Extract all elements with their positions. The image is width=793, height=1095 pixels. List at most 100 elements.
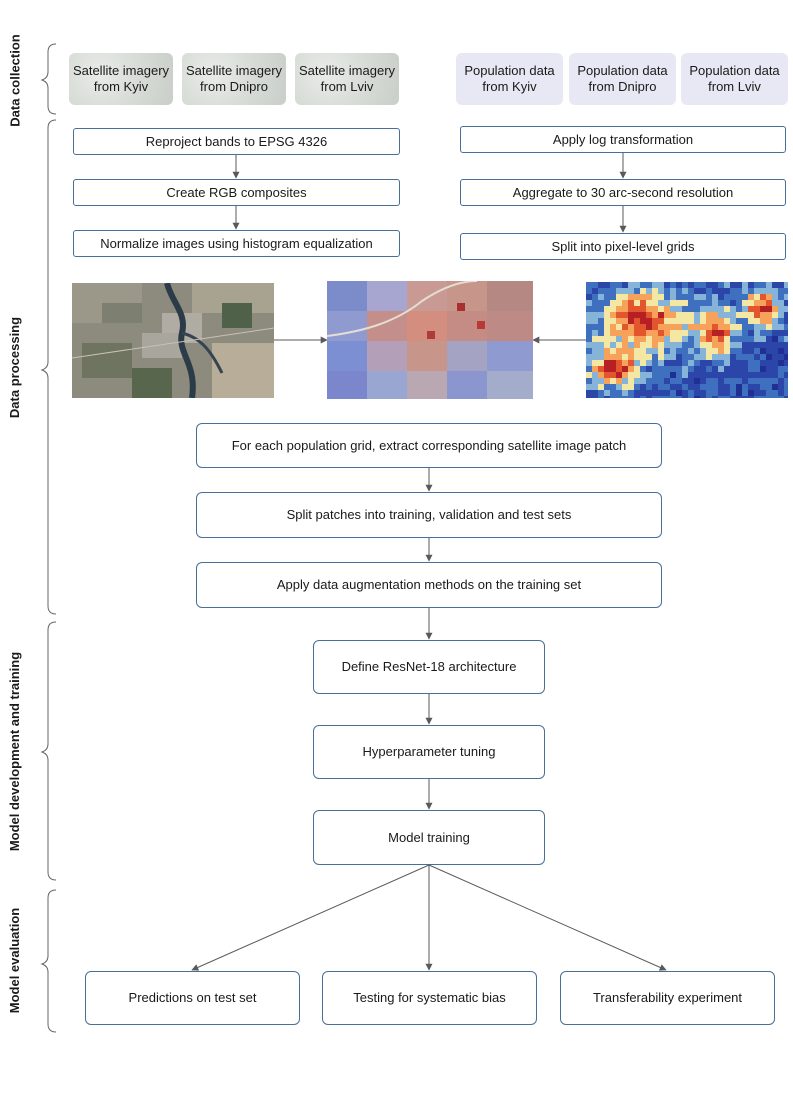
heatmap-cell <box>592 390 598 396</box>
heatmap-cell <box>724 348 730 354</box>
heatmap-cell <box>598 306 604 312</box>
heatmap-cell <box>718 282 724 288</box>
heatmap-cell <box>700 360 706 366</box>
heatmap-cell <box>592 330 598 336</box>
heatmap-cell <box>652 348 658 354</box>
heatmap-cell <box>634 336 640 342</box>
heatmap-cell <box>694 366 700 372</box>
heatmap-cell <box>742 324 748 330</box>
heatmap-cell <box>670 312 676 318</box>
heatmap-cell <box>676 354 682 360</box>
heatmap-cell <box>640 336 646 342</box>
heatmap-cell <box>754 306 760 312</box>
heatmap-cell <box>634 330 640 336</box>
heatmap-cell <box>748 378 754 384</box>
heatmap-cell <box>598 396 604 398</box>
bracket-collection <box>40 43 57 115</box>
heatmap-cell <box>778 336 784 342</box>
overlay-image-graphic <box>327 281 533 399</box>
heatmap-cell <box>592 384 598 390</box>
heatmap-cell <box>622 390 628 396</box>
step-augmentation-label: Apply data augmentation methods on the t… <box>276 577 582 592</box>
heatmap-cell <box>640 378 646 384</box>
heatmap-cell <box>670 390 676 396</box>
heatmap-cell <box>604 288 610 294</box>
heatmap-cell <box>724 396 730 398</box>
heatmap-cell <box>610 312 616 318</box>
heatmap-cell <box>652 396 658 398</box>
heatmap-cell <box>604 348 610 354</box>
heatmap-cell <box>712 336 718 342</box>
heatmap-cell <box>658 312 664 318</box>
step-model-training-label: Model training <box>388 829 470 845</box>
heatmap-cell <box>652 324 658 330</box>
heatmap-cell <box>616 384 622 390</box>
heatmap-cell <box>778 324 784 330</box>
heatmap-cell <box>760 318 766 324</box>
heatmap-cell <box>586 336 592 342</box>
heatmap-cell <box>652 288 658 294</box>
heatmap-cell <box>604 366 610 372</box>
heatmap-cell <box>670 378 676 384</box>
heatmap-cell <box>682 312 688 318</box>
heatmap-cell <box>658 348 664 354</box>
heatmap-cell <box>634 366 640 372</box>
heatmap-cell <box>718 396 724 398</box>
heatmap-cell <box>772 336 778 342</box>
heatmap-cell <box>784 306 788 312</box>
heatmap-cell <box>622 336 628 342</box>
source-satellite-dnipro: Satellite imagery from Dnipro <box>182 53 286 105</box>
heatmap-cell <box>778 300 784 306</box>
heatmap-cell <box>592 372 598 378</box>
heatmap-cell <box>646 288 652 294</box>
heatmap-cell <box>670 288 676 294</box>
heatmap-cell <box>586 330 592 336</box>
heatmap-cell <box>640 396 646 398</box>
heatmap-cell <box>742 300 748 306</box>
heatmap-cell <box>604 312 610 318</box>
heatmap-cell <box>694 378 700 384</box>
heatmap-cell <box>610 342 616 348</box>
heatmap-cell <box>778 318 784 324</box>
heatmap-cell <box>748 384 754 390</box>
source-satellite-lviv-label: Satellite imagery from Lviv <box>298 63 396 94</box>
heatmap-cell <box>682 324 688 330</box>
heatmap-cell <box>658 366 664 372</box>
heatmap-cell <box>634 282 640 288</box>
heatmap-cell <box>730 384 736 390</box>
heatmap-cell <box>634 390 640 396</box>
heatmap-cell <box>586 300 592 306</box>
heatmap-cell <box>760 294 766 300</box>
heatmap-cell <box>688 360 694 366</box>
heatmap-cell <box>760 324 766 330</box>
heatmap-cell <box>700 372 706 378</box>
heatmap-cell <box>772 366 778 372</box>
heatmap-cell <box>682 372 688 378</box>
step-hyperparameter-tuning: Hyperparameter tuning <box>313 725 545 779</box>
heatmap-cell <box>718 336 724 342</box>
heatmap-cell <box>766 390 772 396</box>
heatmap-cell <box>658 354 664 360</box>
heatmap-cell <box>700 342 706 348</box>
heatmap-cell <box>754 378 760 384</box>
heatmap-cell <box>592 300 598 306</box>
heatmap-cell <box>622 342 628 348</box>
step-aggregate: Aggregate to 30 arc-second resolution <box>460 179 786 206</box>
heatmap-cell <box>700 306 706 312</box>
heatmap-cell <box>628 378 634 384</box>
heatmap-cell <box>628 366 634 372</box>
heatmap-cell <box>772 354 778 360</box>
heatmap-cell <box>598 312 604 318</box>
heatmap-cell <box>616 342 622 348</box>
heatmap-cell <box>742 354 748 360</box>
heatmap-cell <box>604 384 610 390</box>
heatmap-cell <box>772 306 778 312</box>
heatmap-cell <box>736 360 742 366</box>
heatmap-cell <box>706 348 712 354</box>
heatmap-cell <box>676 390 682 396</box>
heatmap-cell <box>610 330 616 336</box>
heatmap-cell <box>694 318 700 324</box>
heatmap-cell <box>634 324 640 330</box>
heatmap-cell <box>694 354 700 360</box>
heatmap-cell <box>688 318 694 324</box>
